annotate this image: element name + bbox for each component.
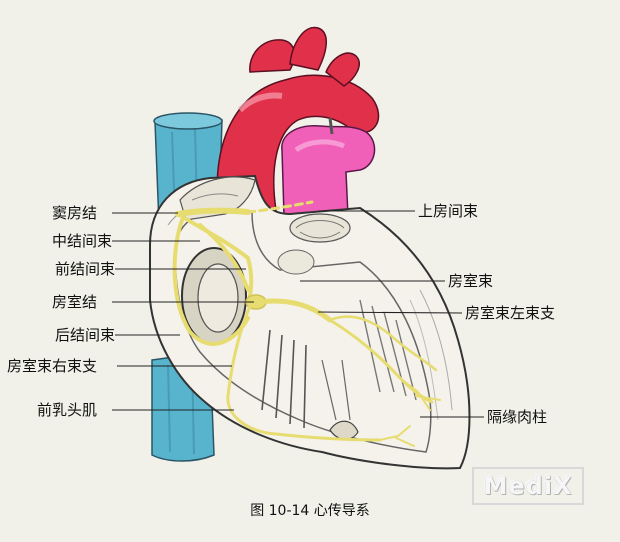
label-septomarginal-trabecula: 隔缘肉柱 [487,408,548,426]
pulmonary-trunk [281,117,376,217]
label-av-bundle: 房室束 [448,272,494,290]
label-right-bundle-branch: 房室束右束支 [7,357,98,375]
watermark: MediX [472,467,584,505]
figure-caption: 图 10-14 心传导系 [250,503,370,519]
label-middle-internodal: 中结间束 [52,232,113,250]
label-anterior-internodal: 前结间束 [55,260,116,278]
label-sinoatrial-node: 窦房结 [52,204,98,222]
label-superior-interatrial: 上房间束 [418,202,479,220]
label-posterior-internodal: 后结间束 [55,326,116,344]
label-left-bundle-branch: 房室束左束支 [465,304,556,322]
conduction-system [172,200,441,447]
leader-lines [112,210,484,418]
label-anterior-papillary: 前乳头肌 [37,401,98,419]
aorta [216,26,380,211]
label-av-node: 房室结 [52,293,98,311]
heart-body [149,174,471,470]
